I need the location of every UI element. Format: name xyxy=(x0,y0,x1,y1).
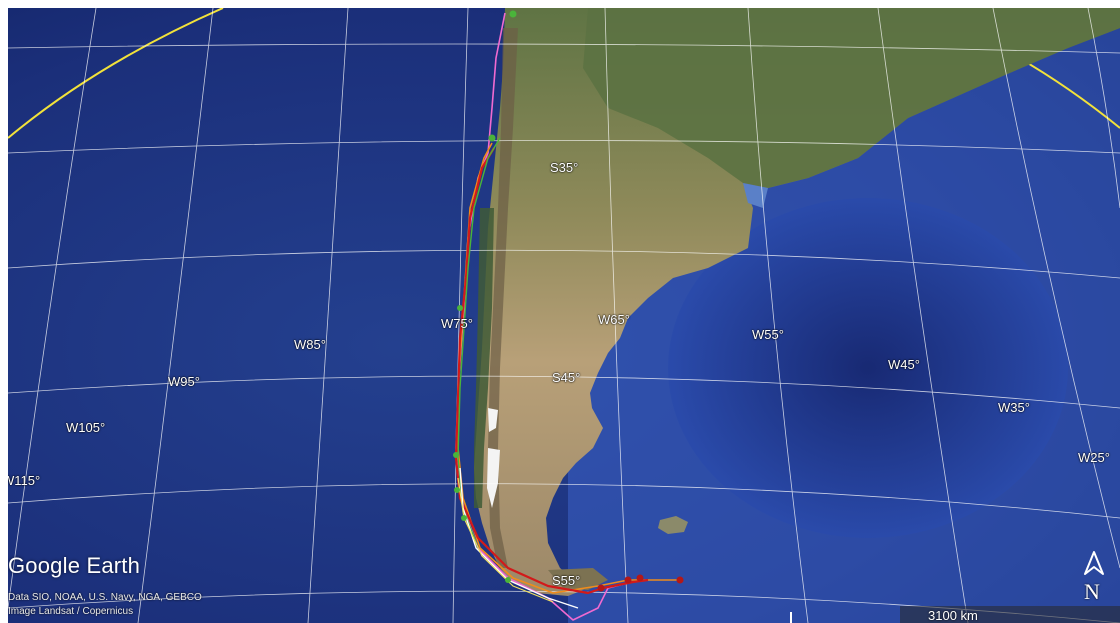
attribution-data: Data SIO, NOAA, U.S. Navy, NGA, GEBCO xyxy=(8,592,202,603)
lon-label-w35: W35° xyxy=(998,400,1030,415)
ice-field-north xyxy=(488,408,498,432)
graticule xyxy=(8,8,1120,623)
lon-label-w95: W95° xyxy=(168,374,200,389)
chile-forest xyxy=(474,208,494,508)
globe-map[interactable] xyxy=(8,8,1120,623)
route-marker[interactable] xyxy=(676,576,684,584)
lon-label-w75: W75° xyxy=(441,316,473,331)
horizon-line-left xyxy=(8,8,224,139)
ice-field-south xyxy=(487,448,500,508)
argentine-basin xyxy=(668,198,1068,538)
route-marker[interactable] xyxy=(457,305,463,311)
andes xyxy=(488,28,518,568)
lon-label-w55: W55° xyxy=(752,327,784,342)
scale-bar xyxy=(900,606,1120,623)
map-viewport[interactable]: S35° S45° S55° W25° W35° W45° W55° W65° … xyxy=(8,8,1120,623)
lon-label-w25: W25° xyxy=(1078,450,1110,465)
route-marker[interactable] xyxy=(453,452,459,458)
route-yellow xyxy=(457,477,554,603)
route-tracks xyxy=(453,10,684,621)
lon-label-w45: W45° xyxy=(888,357,920,372)
route-marker[interactable] xyxy=(461,515,467,521)
route-marker[interactable] xyxy=(597,584,605,592)
route-marker[interactable] xyxy=(624,576,632,584)
scale-bar-tick xyxy=(790,612,792,623)
lon-label-w115: W115° xyxy=(8,473,41,488)
attribution-imagery: Image Landsat / Copernicus xyxy=(8,606,134,617)
route-marker[interactable] xyxy=(505,577,511,583)
route-marker[interactable] xyxy=(454,487,460,493)
route-marker[interactable] xyxy=(509,10,517,18)
compass-arrow-icon[interactable] xyxy=(1082,550,1106,602)
lon-label-w105: W105° xyxy=(66,420,106,435)
scale-label: 3100 km xyxy=(928,608,978,623)
route-white xyxy=(459,467,579,609)
lon-label-w65: W65° xyxy=(598,312,630,327)
lat-label-s55: S55° xyxy=(552,573,581,588)
lat-label-s45: S45° xyxy=(552,370,581,385)
north-forest xyxy=(583,8,1120,188)
route-marker[interactable] xyxy=(488,134,496,142)
compass-north-label[interactable]: N xyxy=(1084,579,1100,604)
route-marker[interactable] xyxy=(636,574,644,582)
tierra-del-fuego xyxy=(548,568,608,590)
google-earth-logo: Google Earth xyxy=(8,553,141,578)
falkland-islands xyxy=(658,516,688,534)
lat-label-s35: S35° xyxy=(550,160,579,175)
south-america xyxy=(474,8,1120,596)
lon-label-w85: W85° xyxy=(294,337,326,352)
